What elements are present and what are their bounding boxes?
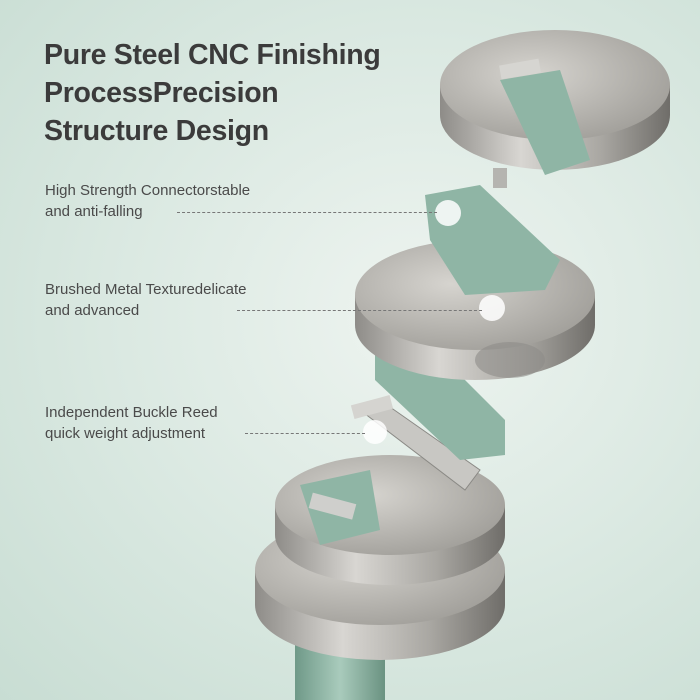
callout-line: High Strength Connectorstable (45, 182, 251, 199)
title-line-1: Pure Steel CNC Finishing (44, 39, 381, 71)
title-line-3: Structure Design (44, 115, 269, 147)
middle-disc (355, 240, 595, 380)
upper-connector (425, 168, 560, 295)
callout-connector: High Strength Connectorstable and anti-f… (45, 180, 250, 222)
callout-leader-line (177, 212, 437, 213)
callout-line: Independent Buckle Reed (45, 404, 218, 421)
callout-line: and advanced (45, 302, 140, 319)
callout-line: Brushed Metal Texturedelicate (45, 281, 247, 298)
top-disc (440, 30, 670, 175)
callout-line: quick weight adjustment (45, 425, 206, 442)
buckle-reed (350, 395, 481, 491)
callout-line: and anti-falling (45, 203, 143, 220)
callout-buckle-reed: Independent Buckle Reed quick weight adj… (45, 402, 218, 444)
page-title: Pure Steel CNC Finishing ProcessPrecisio… (44, 36, 381, 150)
callout-metal-texture: Brushed Metal Texturedelicate and advanc… (45, 279, 247, 321)
bottom-disc-1 (275, 455, 505, 585)
callout-leader-line (237, 310, 482, 311)
callout-leader-line (245, 433, 365, 434)
title-line-2: ProcessPrecision (44, 77, 279, 109)
